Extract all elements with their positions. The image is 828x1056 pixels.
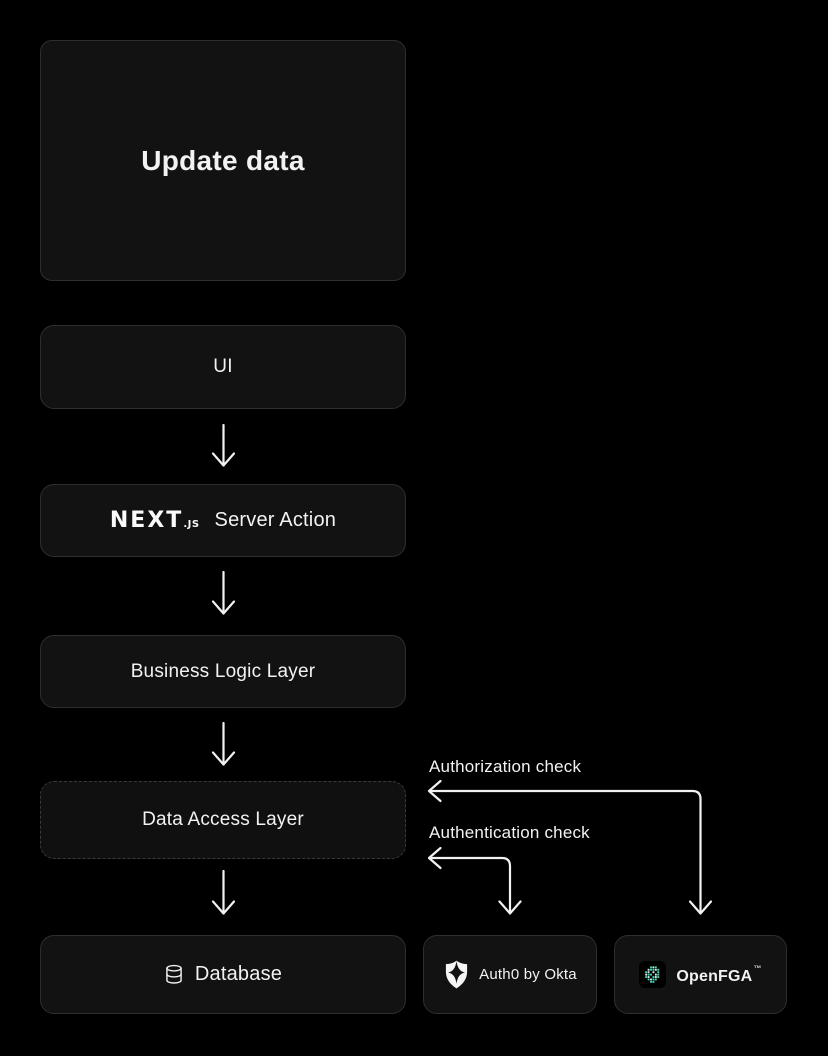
nextjs-logo: NEXT .JS [110,508,200,533]
openfga-label: OpenFGA™ [676,963,762,985]
auth0-label: Auth0 by Okta [479,966,577,983]
node-openfga: OpenFGA™ [614,935,787,1014]
node-ui: UI [40,325,406,409]
database-cylinder-icon [164,964,184,985]
node-data-access-layer: Data Access Layer [40,781,406,859]
node-update-data: Update data [40,40,406,281]
openfga-trademark: ™ [753,963,762,973]
node-business-logic-layer: Business Logic Layer [40,635,406,708]
arrow-authorization-check [428,789,702,914]
nextjs-wordmark-suffix: .JS [183,519,200,530]
data-access-label: Data Access Layer [142,809,304,830]
nextjs-wordmark: NEXT [109,508,184,533]
business-logic-label: Business Logic Layer [130,660,316,682]
ui-label: UI [213,356,233,377]
database-label: Database [194,963,283,985]
node-database: Database [40,935,406,1014]
server-action-label: Server Action [214,509,337,531]
update-data-label: Update data [141,144,305,176]
node-auth0: Auth0 by Okta [423,935,597,1014]
openfga-pixel-icon [639,961,667,988]
authorization-check-label: Authorization check [429,757,582,776]
auth0-shield-icon [443,960,470,989]
node-server-action: NEXT .JS Server Action [40,484,406,557]
authentication-check-label: Authentication check [429,823,590,842]
arrow-authentication-check [428,856,512,914]
